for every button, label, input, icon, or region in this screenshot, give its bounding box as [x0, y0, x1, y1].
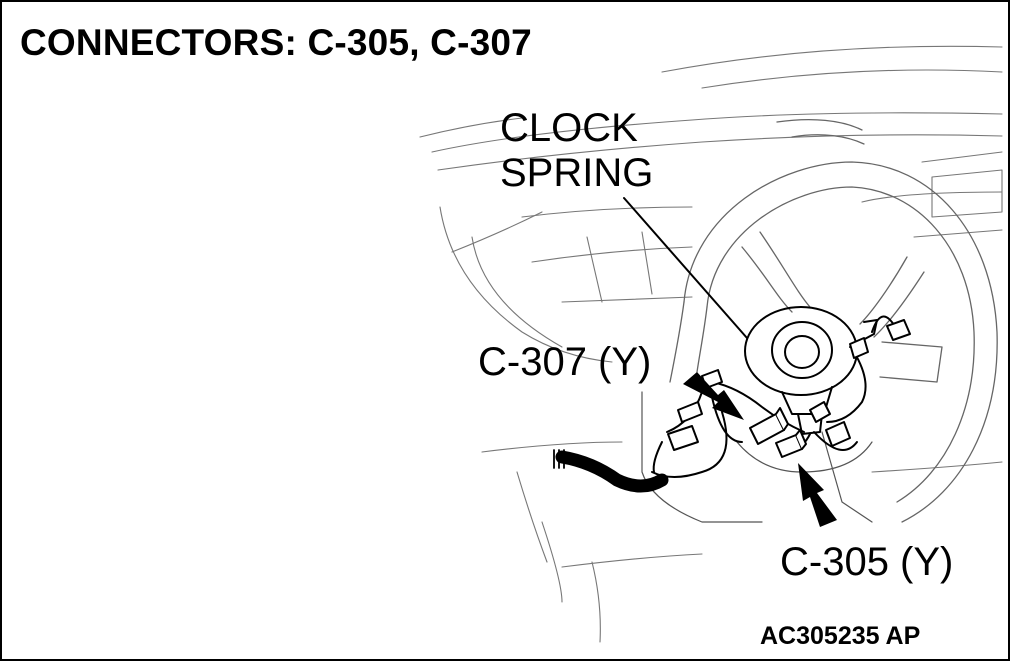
- arrow-c305: [798, 463, 837, 527]
- connectors: [667, 319, 911, 458]
- harness-bundle: [555, 450, 669, 493]
- clock-spring-label: CLOCK SPRING: [500, 106, 653, 196]
- steering-column: [641, 391, 873, 523]
- diagram-title: CONNECTORS: C-305, C-307: [20, 22, 532, 63]
- connector-c305: [775, 429, 807, 458]
- clock-spring-unit: [744, 306, 878, 435]
- clock-spring-label-line2: SPRING: [500, 151, 654, 195]
- clock-spring-label-line1: CLOCK: [500, 106, 638, 150]
- c305-connector-label: C-305 (Y): [780, 540, 954, 584]
- harness-bundle-end: [553, 449, 565, 469]
- c307-connector-label: C-307 (Y): [478, 340, 652, 384]
- arrow-c307: [683, 372, 744, 420]
- steering-wheel: [669, 118, 998, 523]
- connector-c307: [749, 407, 789, 445]
- figure-code: AC305235 AP: [760, 622, 921, 650]
- arrows: [683, 372, 837, 527]
- dashboard-outline: [419, 45, 1003, 643]
- clock-spring-leader: [623, 197, 748, 339]
